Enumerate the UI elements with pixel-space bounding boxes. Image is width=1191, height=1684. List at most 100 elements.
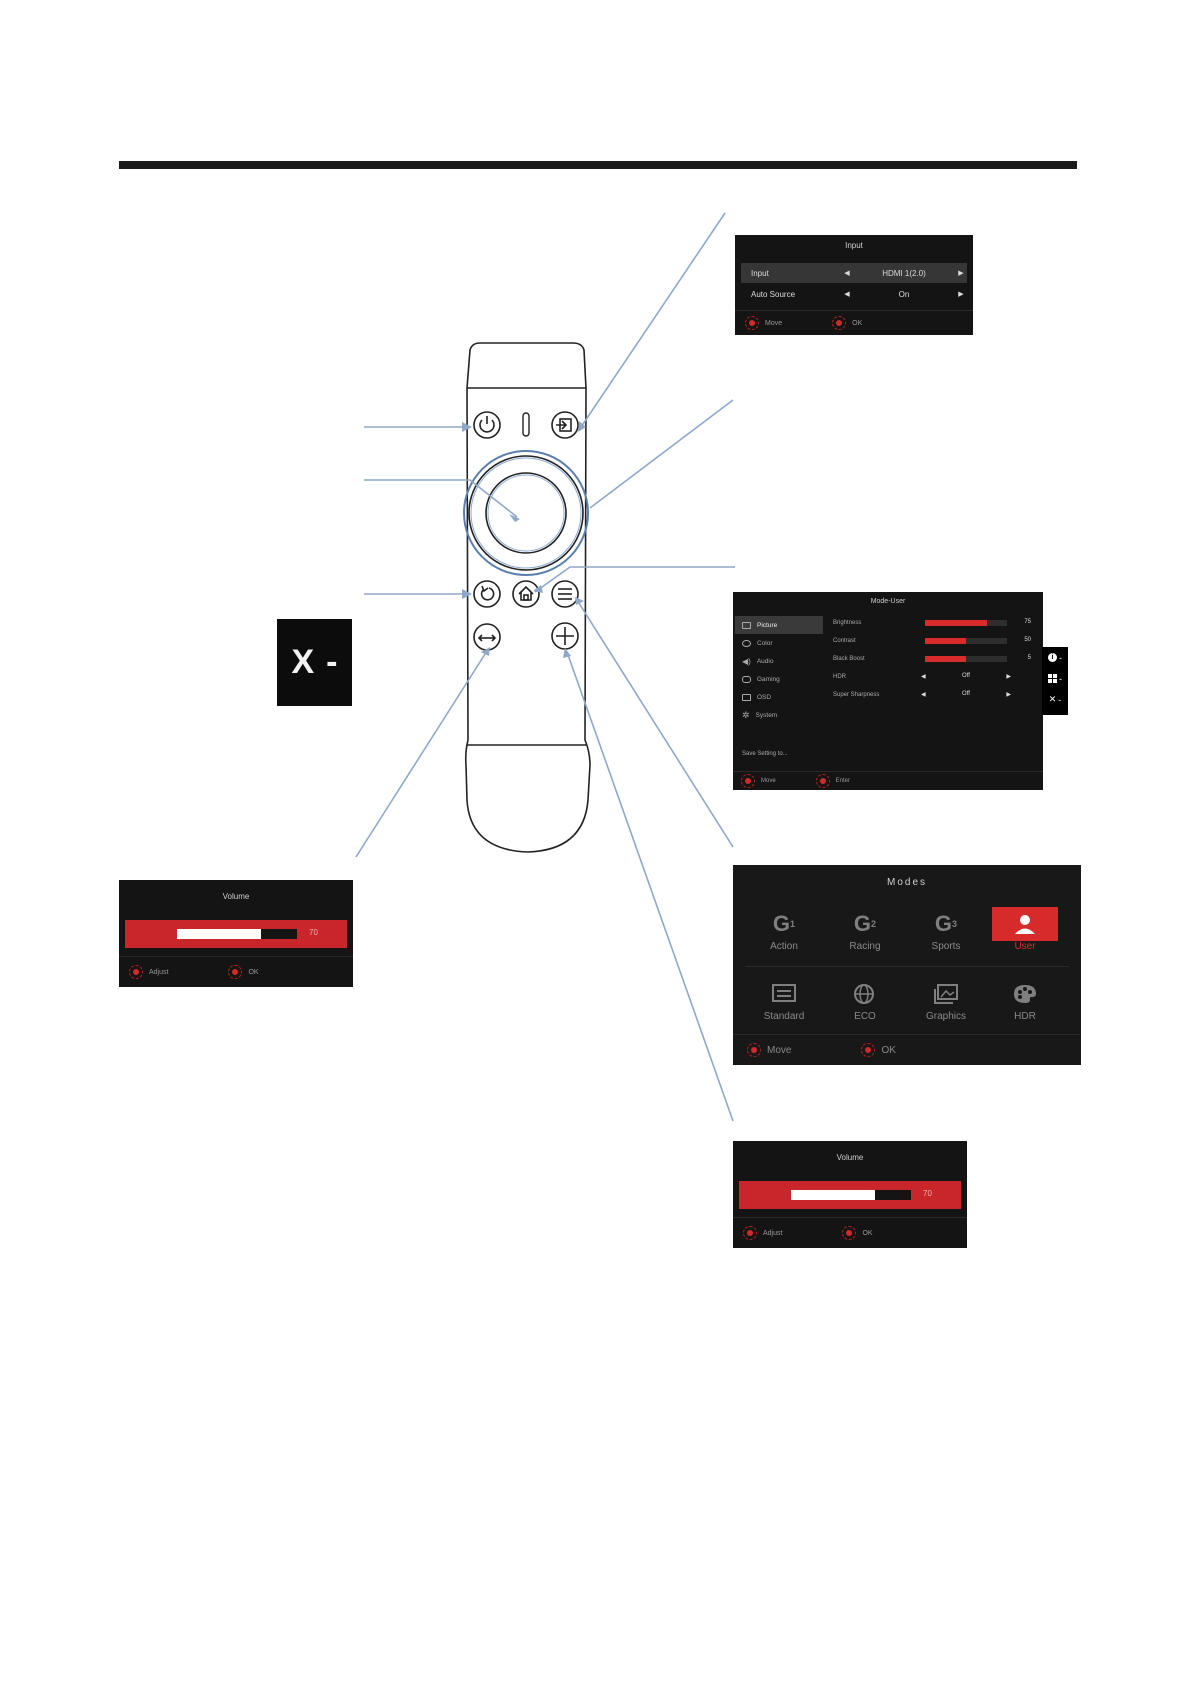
- osd-footer: Move OK: [735, 310, 973, 335]
- left-arrow-icon[interactable]: ◀: [844, 270, 850, 277]
- grid-icon: [1048, 674, 1057, 683]
- standard-glyph: [772, 984, 796, 1002]
- contrast-value: 50: [1024, 637, 1031, 643]
- right-arrow-icon[interactable]: ▶: [958, 291, 964, 298]
- gamepad-icon: [742, 675, 751, 683]
- brightness-row[interactable]: Brightness: [833, 614, 1037, 631]
- mode-label: HDR: [1014, 1011, 1036, 1022]
- hotkey-info[interactable]: i-: [1042, 647, 1068, 668]
- menu-item-system[interactable]: ✲System: [735, 706, 823, 724]
- volume-fill: [791, 1190, 875, 1200]
- super-sharpness-selector[interactable]: ◀ Off ▶: [921, 691, 1011, 698]
- input-button: [551, 411, 579, 439]
- volume-fill: [177, 929, 261, 939]
- volume-value: 70: [923, 1189, 932, 1198]
- hdr-row[interactable]: HDR: [833, 668, 1037, 685]
- adjust-hint: Adjust: [149, 968, 169, 976]
- menu-label: OSD: [757, 693, 772, 701]
- menu-label: Color: [757, 639, 773, 647]
- contrast-row[interactable]: Contrast: [833, 632, 1037, 649]
- auto-source-row[interactable]: Auto Source ◀ On ▶: [741, 284, 967, 304]
- mode-label: Racing: [849, 941, 881, 952]
- contrast-fill: [925, 638, 966, 644]
- palette-glyph: [1014, 985, 1036, 1003]
- mode-label: Action: [770, 941, 798, 952]
- auto-source-value: On: [898, 289, 910, 299]
- move-hint: Move: [761, 778, 776, 784]
- brightness-fill: [925, 620, 987, 626]
- osd-title: Input: [845, 241, 863, 250]
- left-arrow-icon[interactable]: ◀: [921, 674, 926, 680]
- power-button: [473, 411, 501, 439]
- setting-label: Super Sharpness: [833, 691, 880, 698]
- setting-label: Black Boost: [833, 655, 865, 662]
- mode-label: Graphics: [925, 1011, 966, 1022]
- input-row[interactable]: Input ◀ HDMI 1(2.0) ▶: [741, 263, 967, 283]
- mode-label: Sports: [931, 941, 961, 952]
- hotkey-dash: -: [1059, 673, 1062, 684]
- dpad-icon: [832, 316, 847, 330]
- hdr-value: Off: [962, 673, 970, 679]
- close-icon: ✕: [1048, 694, 1057, 704]
- volume-button: [473, 623, 501, 651]
- brightness-bar[interactable]: [925, 620, 1007, 626]
- right-arrow-icon[interactable]: ▶: [958, 270, 964, 277]
- standard-icon: [749, 977, 819, 1011]
- hotkey-close[interactable]: ✕-: [1042, 689, 1068, 710]
- menu-button: [551, 580, 579, 608]
- input-label: Input: [751, 268, 769, 278]
- auto-source-label: Auto Source: [751, 289, 796, 299]
- osd-title: Mode-User: [870, 598, 906, 605]
- right-arrow-icon[interactable]: ▶: [1006, 674, 1011, 680]
- dpad-icon: [815, 774, 830, 788]
- menu-item-gaming[interactable]: Gaming: [735, 670, 823, 688]
- dash-label: -: [326, 643, 338, 681]
- hdr-icon: [990, 977, 1060, 1011]
- volume-slider[interactable]: [177, 929, 297, 939]
- remote-body: [464, 342, 591, 853]
- back-button: [473, 580, 501, 608]
- menu-label: Audio: [756, 657, 774, 665]
- volume-band: 70: [739, 1181, 961, 1209]
- menu-item-picture[interactable]: Picture: [735, 616, 823, 634]
- menu-item-color[interactable]: Color: [735, 634, 823, 652]
- volume-slider[interactable]: [791, 1190, 911, 1200]
- hdr-selector[interactable]: ◀ Off ▶: [921, 673, 1011, 680]
- mode-standard[interactable]: Standard: [749, 977, 819, 1037]
- gear-icon: ✲: [742, 709, 750, 720]
- mode-user[interactable]: User: [992, 907, 1058, 967]
- menu-label: Gaming: [757, 675, 780, 683]
- super-sharpness-value: Off: [962, 691, 970, 697]
- save-setting-link[interactable]: Save Setting to...: [742, 751, 788, 757]
- hotkey-grid[interactable]: -: [1042, 668, 1068, 689]
- contrast-bar[interactable]: [925, 638, 1007, 644]
- dpad-icon: [129, 965, 143, 979]
- mode-graphics[interactable]: Graphics: [911, 977, 981, 1037]
- black-boost-row[interactable]: Black Boost: [833, 650, 1037, 667]
- menu-item-osd[interactable]: OSD: [735, 688, 823, 706]
- menu-label: Picture: [757, 621, 778, 629]
- black-boost-bar[interactable]: [925, 656, 1007, 662]
- leader-arrowheads: [462, 421, 586, 658]
- mode-label: User: [1014, 941, 1036, 952]
- navigation-ring: [463, 450, 589, 576]
- menu-item-audio[interactable]: ◀)Audio: [735, 652, 823, 670]
- page-header-rule: [119, 161, 1077, 169]
- left-arrow-icon[interactable]: ◀: [844, 291, 850, 298]
- indicator-light: [522, 412, 530, 437]
- hotkey-dash: -: [1058, 694, 1062, 705]
- right-arrow-icon[interactable]: ▶: [1006, 692, 1011, 698]
- black-boost-fill: [925, 656, 966, 662]
- mode-eco[interactable]: ECO: [830, 977, 900, 1037]
- color-icon: [742, 639, 751, 647]
- left-arrow-icon[interactable]: ◀: [921, 692, 926, 698]
- ok-hint: OK: [852, 319, 863, 327]
- super-sharpness-row[interactable]: Super Sharpness: [833, 686, 1037, 703]
- mode-hdr[interactable]: HDR: [990, 977, 1060, 1037]
